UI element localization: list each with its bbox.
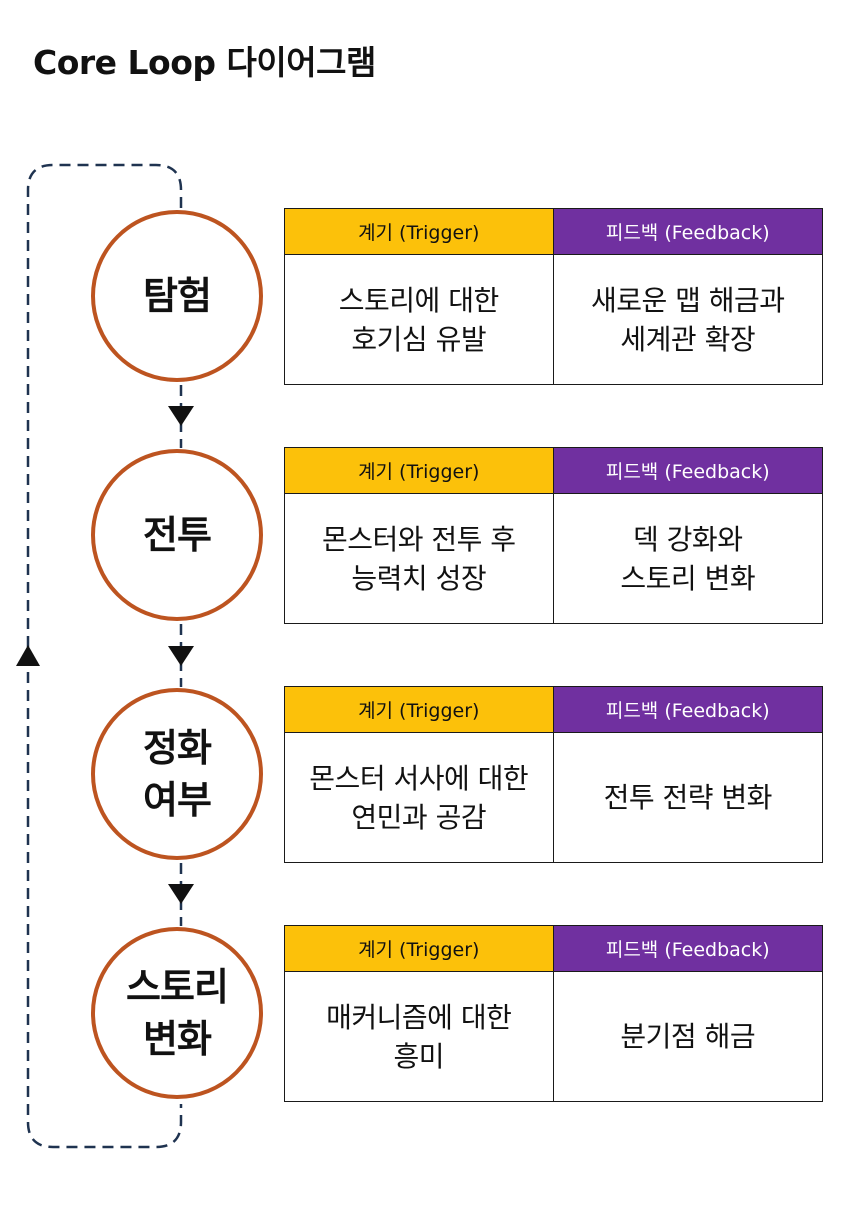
stage-label: 정화 여부 — [143, 726, 212, 822]
trigger-text: 매커니즘에 대한 흥미 — [285, 972, 554, 1101]
stage-circle-purify: 정화 여부 — [91, 688, 263, 860]
stage-circle-battle: 전투 — [91, 449, 263, 621]
page-title: Core Loop 다이어그램 — [33, 43, 376, 82]
trigger-header: 계기 (Trigger) — [285, 926, 554, 972]
arrow-down-icon — [168, 646, 194, 666]
feedback-header: 피드백 (Feedback) — [553, 687, 822, 733]
stage-label: 전투 — [143, 513, 212, 557]
trigger-text: 몬스터 서사에 대한 연민과 공감 — [285, 733, 554, 862]
trigger-header: 계기 (Trigger) — [285, 209, 554, 255]
feedback-header: 피드백 (Feedback) — [553, 209, 822, 255]
stage-panel-explore: 계기 (Trigger) 피드백 (Feedback) 스토리에 대한 호기심 … — [284, 208, 823, 385]
stage-label: 스토리 변화 — [126, 965, 229, 1061]
arrow-down-icon — [168, 884, 194, 904]
trigger-header: 계기 (Trigger) — [285, 687, 554, 733]
stage-label: 탐험 — [143, 274, 212, 318]
stage-panel-battle: 계기 (Trigger) 피드백 (Feedback) 몬스터와 전투 후 능력… — [284, 447, 823, 624]
stage-circle-story-change: 스토리 변화 — [91, 927, 263, 1099]
feedback-header: 피드백 (Feedback) — [553, 448, 822, 494]
stage-circle-explore: 탐험 — [91, 210, 263, 382]
feedback-text: 분기점 해금 — [620, 1020, 756, 1053]
trigger-text: 스토리에 대한 호기심 유발 — [285, 255, 554, 384]
feedback-text: 전투 전략 변화 — [603, 781, 773, 814]
trigger-text: 몬스터와 전투 후 능력치 성장 — [285, 494, 554, 623]
trigger-header: 계기 (Trigger) — [285, 448, 554, 494]
stage-panel-story-change: 계기 (Trigger) 피드백 (Feedback) 매커니즘에 대한 흥미 … — [284, 925, 823, 1102]
arrow-up-icon — [16, 645, 40, 666]
feedback-text: 덱 강화와 스토리 변화 — [620, 522, 756, 595]
stage-panel-purify: 계기 (Trigger) 피드백 (Feedback) 몬스터 서사에 대한 연… — [284, 686, 823, 863]
feedback-header: 피드백 (Feedback) — [553, 926, 822, 972]
feedback-text: 새로운 맵 해금과 세계관 확장 — [590, 283, 785, 356]
arrow-down-icon — [168, 406, 194, 426]
